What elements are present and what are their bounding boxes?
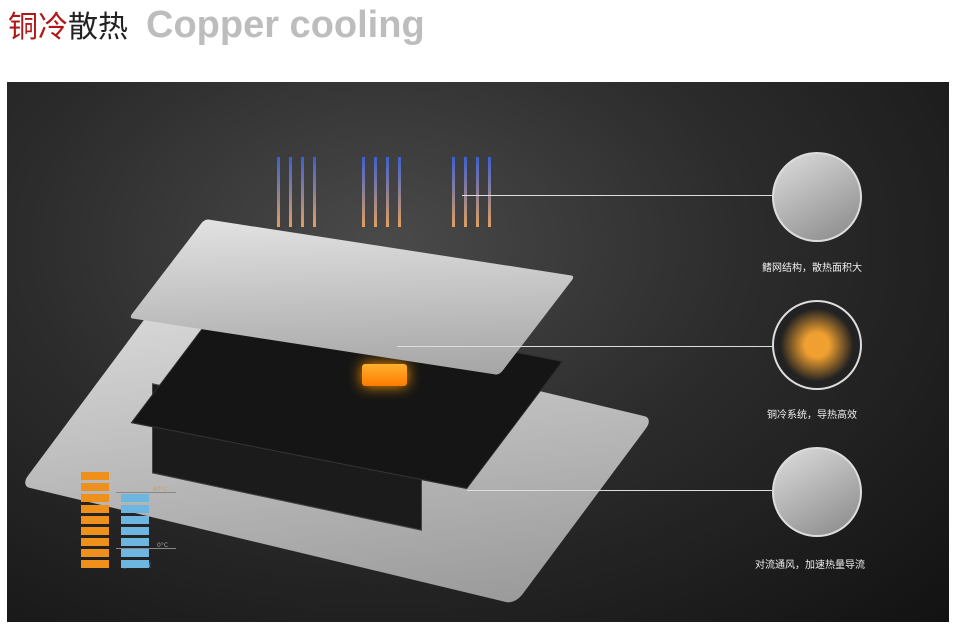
heat-arrow-icon: [301, 157, 304, 227]
callout-line-3: [467, 490, 772, 491]
bottom-temp-label: 0°C: [157, 542, 169, 549]
heat-arrow-icon: [277, 157, 280, 227]
bar-segment: [121, 505, 149, 513]
bar-segment: [81, 538, 109, 546]
heat-arrow-icon: [488, 157, 491, 227]
feature-caption-1: 鳍网结构，散热面积大: [762, 263, 862, 274]
feature-caption-3: 对流通风，加速热量导流: [755, 560, 865, 571]
title-cn-red: 铜冷: [8, 10, 68, 45]
heat-arrow-icon: [476, 157, 479, 227]
bar-segment: [81, 560, 109, 568]
bar-segment: [121, 494, 149, 502]
heat-arrow-icon: [374, 157, 377, 227]
bar-segment: [81, 516, 109, 524]
heat-arrow-icon: [289, 157, 292, 227]
bar-segment: [121, 516, 149, 524]
heat-arrow-icon: [398, 157, 401, 227]
bar-segment: [81, 494, 109, 502]
bottom-gridline: [116, 548, 176, 549]
heat-arrow-icon: [386, 157, 389, 227]
page-title: 铜冷 散热 Copper cooling: [8, 2, 425, 46]
vent-airflow-closeup-icon: [772, 447, 862, 537]
heat-arrow-icon: [362, 157, 365, 227]
fin-structure-closeup-icon: [772, 152, 862, 242]
callout-line-2: [397, 346, 772, 347]
bar-segment: [121, 538, 149, 546]
copper-cooling-closeup-icon: [772, 300, 862, 390]
bar-segment: [81, 505, 109, 513]
bar-product: [121, 494, 149, 571]
top-gridline: [116, 492, 176, 493]
heat-arrow-icon: [452, 157, 455, 227]
bar-segment: [81, 483, 109, 491]
heat-arrow-icon: [313, 157, 316, 227]
bar-segment: [121, 549, 149, 557]
temperature-chart: 80°C 0°C 普通平板 qpcxx平板: [81, 472, 181, 572]
copper-block: [362, 364, 407, 386]
legend-normal: 普通平板: [85, 562, 110, 569]
title-cn-black: 散热: [68, 10, 128, 45]
bar-segment: [81, 549, 109, 557]
bar-segment: [121, 527, 149, 535]
feature-caption-2: 铜冷系统，导热高效: [767, 410, 857, 421]
product-illustration: 鳍网结构，散热面积大 铜冷系统，导热高效 对流通风，加速热量导流 80°C 0°…: [7, 82, 949, 622]
title-en: Copper cooling: [146, 4, 425, 46]
bar-segment: [121, 560, 149, 568]
top-temp-label: 80°C: [153, 486, 168, 493]
bar-segment: [81, 527, 109, 535]
bar-normal: [81, 472, 109, 571]
heat-arrow-icon: [464, 157, 467, 227]
callout-line-1: [462, 195, 772, 196]
bar-segment: [81, 472, 109, 480]
legend-product: qpcxx平板: [121, 562, 152, 569]
